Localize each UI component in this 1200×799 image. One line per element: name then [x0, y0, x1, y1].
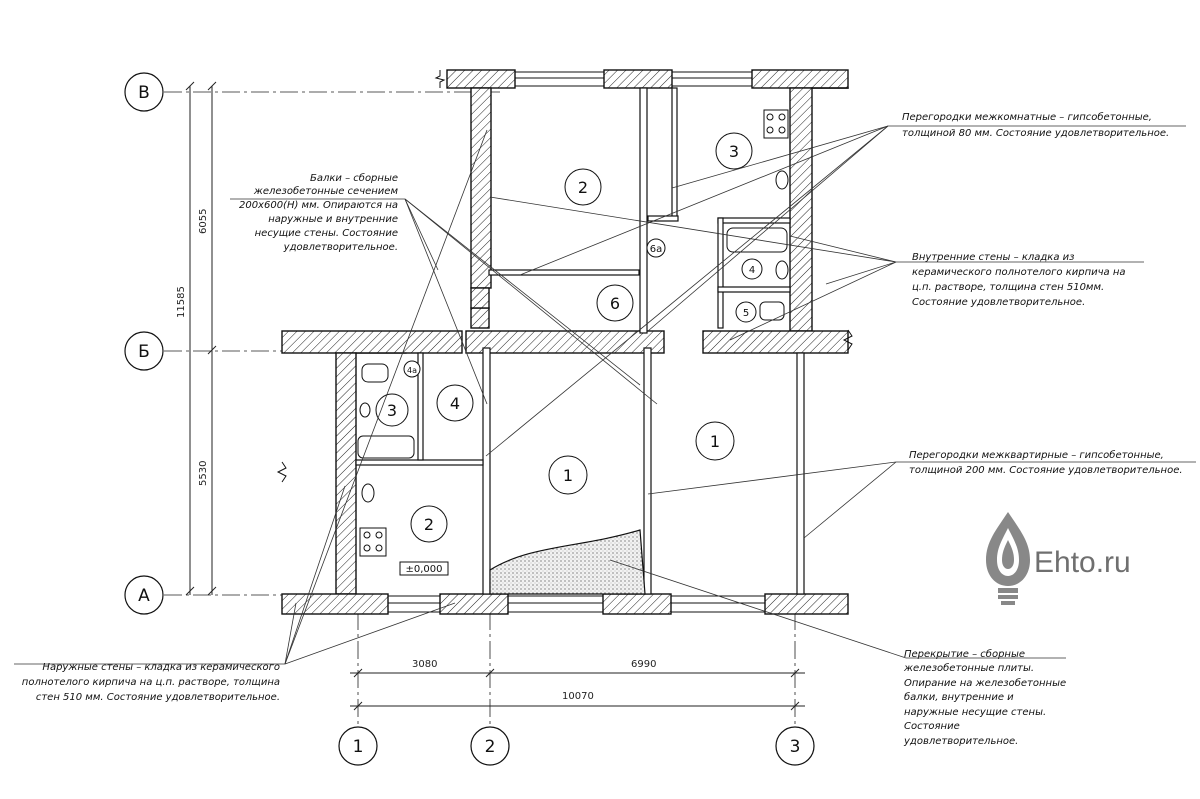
dim-vertical-total: 11585 [176, 286, 187, 318]
stove-lower [359, 527, 387, 557]
room-4-upper: 4 [749, 265, 755, 276]
note-slabs-line-5: наружные несущие стены. [904, 707, 1046, 718]
row-axis-lines [164, 91, 500, 596]
dim-vertical-upper: 6055 [198, 209, 209, 234]
note-inner-walls: Внутренние стены – кладка из керамическо… [896, 252, 1144, 308]
leader-lines [284, 125, 907, 665]
room-1-right: 1 [710, 432, 720, 451]
note-beams-line-3: 200х600(Н) мм. Опираются на [239, 200, 398, 211]
note-inner-walls-line-4: Состояние удовлетворительное. [912, 297, 1085, 308]
note-slabs: Перекрытие – сборные железобетонные плит… [903, 648, 1066, 747]
vertical-dimensions [185, 81, 217, 596]
dim-horizontal-left: 3080 [412, 659, 437, 670]
room-4a: 4а [407, 366, 417, 375]
axis-label-2: 2 [485, 737, 496, 757]
note-outer-walls: Наружные стены – кладка из керамического… [14, 662, 285, 703]
note-beams-line-1: Балки – сборные [310, 172, 398, 184]
axis-label-3: 3 [790, 737, 801, 757]
note-outer-walls-line-1: Наружные стены – кладка из керамического [42, 662, 280, 673]
axis-bubbles [124, 72, 815, 766]
room-6: 6 [610, 294, 620, 313]
note-slabs-line-3: Опирание на железобетонные [904, 677, 1066, 689]
note-partitions-apartment-line-2: толщиной 200 мм. Состояние удовлетворите… [909, 465, 1183, 476]
room-3-lower: 3 [387, 401, 397, 420]
level-mark: ±0,000 [405, 564, 442, 575]
lightbulb-drop-icon [986, 512, 1030, 605]
room-2-lower: 2 [424, 515, 434, 534]
bathtub-lower [357, 435, 415, 459]
sink-lower [359, 402, 371, 418]
note-inner-walls-line-2: керамического полнотелого кирпича на [912, 267, 1126, 278]
axis-label-v: В [138, 83, 150, 103]
watermark-text: Ehto.ru [1034, 546, 1131, 579]
axis-label-1: 1 [353, 737, 364, 757]
partitions [355, 87, 805, 595]
stove-upper [763, 109, 789, 139]
note-partitions-room-line-2: толщиной 80 мм. Состояние удовлетворител… [902, 128, 1169, 139]
note-beams-line-2: железобетонные сечением [253, 185, 399, 197]
note-beams-line-5: несущие стены. Состояние [255, 228, 398, 239]
note-slabs-line-1: Перекрытие – сборные [904, 648, 1025, 660]
dim-vertical-lower: 5530 [198, 461, 209, 486]
note-partitions-room: Перегородки межкомнатные – гипсобетонные… [888, 111, 1186, 139]
axis-label-b: Б [138, 342, 150, 362]
room-5: 5 [743, 308, 749, 319]
watermark: Ehto.ru [986, 512, 1131, 605]
note-inner-walls-line-3: ц.п. растворе, толщина стен 510мм. [912, 282, 1104, 293]
walls [281, 69, 849, 615]
note-outer-walls-line-2: полнотелого кирпича на ц.п. растворе, то… [22, 677, 280, 688]
axis-label-a: А [138, 586, 150, 606]
sink-kitchen [361, 483, 375, 503]
room-1-left: 1 [563, 466, 573, 485]
toilet-upper [759, 301, 785, 321]
sink-upper [775, 170, 789, 190]
note-outer-walls-line-3: стен 510 мм. Состояние удовлетворительно… [36, 692, 280, 703]
sink-upper-2 [775, 260, 789, 280]
note-partitions-apartment-line-1: Перегородки межквартирные – гипсобетонны… [909, 449, 1164, 461]
note-partitions-room-line-1: Перегородки межкомнатные – гипсобетонные… [902, 111, 1152, 123]
note-inner-walls-line-1: Внутренние стены – кладка из [912, 252, 1074, 263]
room-3-upper: 3 [729, 142, 739, 161]
horizontal-dimensions [350, 668, 805, 711]
fixtures [357, 109, 789, 557]
bathtub-upper [726, 227, 788, 253]
room-4-lower: 4 [450, 394, 460, 413]
slab-section [489, 529, 646, 595]
room-6a: 6а [650, 244, 663, 255]
note-slabs-line-2: железобетонные плиты. [903, 662, 1034, 674]
break-marks [276, 70, 853, 483]
column-axis-lines [357, 612, 796, 728]
dim-horizontal-total: 10070 [562, 691, 594, 702]
room-2-upper: 2 [578, 178, 588, 197]
level-mark-box [399, 561, 449, 576]
note-slabs-line-6: Состояние [904, 721, 960, 732]
toilet-lower [361, 363, 389, 383]
note-slabs-line-7: удовлетворительное. [903, 736, 1018, 747]
note-slabs-line-4: балки, внутренние и [904, 691, 1014, 703]
note-beams-line-4: наружные и внутренние [268, 214, 398, 225]
note-partitions-apartment: Перегородки межквартирные – гипсобетонны… [896, 449, 1196, 476]
note-beams-line-6: удовлетворительное. [283, 242, 398, 253]
note-beams: Балки – сборные железобетонные сечением … [230, 172, 405, 253]
dim-horizontal-right: 6990 [631, 659, 656, 670]
